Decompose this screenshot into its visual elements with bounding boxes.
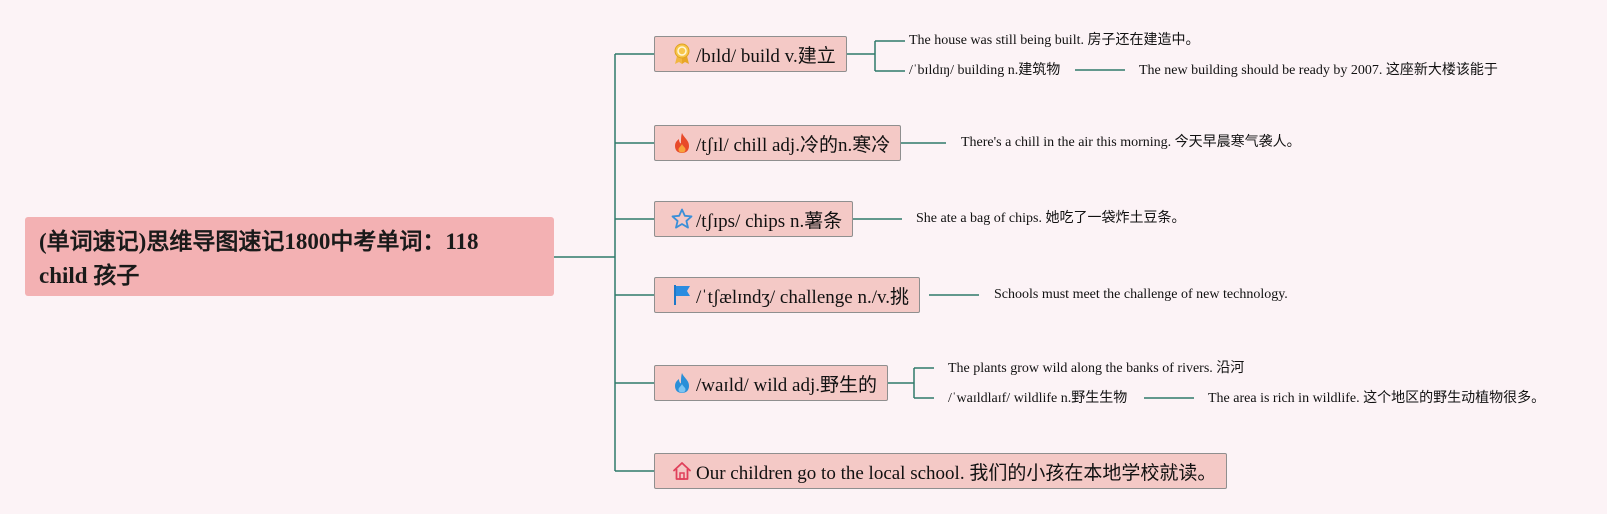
home-icon <box>671 460 693 482</box>
star-icon <box>671 208 693 230</box>
chips-example-sentence[interactable]: She ate a bag of chips. 她吃了一袋炸土豆条。 <box>916 211 1186 226</box>
branch-build-label: /bɪld/ build v.建立 <box>696 45 836 67</box>
building-example-sentence[interactable]: The new building should be ready by 2007… <box>1139 63 1498 78</box>
build-example-sentence[interactable]: The house was still being built. 房子还在建造中… <box>909 33 1200 48</box>
wildlife-example-sentence[interactable]: The area is rich in wildlife. 这个地区的野生动植物… <box>1208 391 1546 406</box>
child-connector <box>884 367 934 399</box>
award-ribbon-icon <box>671 43 693 65</box>
branch-chill-label: /tʃɪl/ chill adj.冷的n.寒冷 <box>696 134 891 156</box>
build-derived-word[interactable]: /ˈbɪldɪŋ/ building n.建筑物 <box>909 63 1061 78</box>
root-title-line-1: (单词速记)思维导图速记1800中考单词：118 <box>39 229 479 254</box>
root-topic[interactable]: (单词速记)思维导图速记1800中考单词：118 child 孩子 <box>25 217 554 296</box>
fire-icon <box>671 132 693 154</box>
chill-example-sentence[interactable]: There's a chill in the air this morning.… <box>961 135 1301 150</box>
branch-chips-label: /tʃɪps/ chips n.薯条 <box>696 210 843 232</box>
branch-wild[interactable]: /waɪld/ wild adj.野生的 <box>654 365 889 401</box>
wild-derived-word[interactable]: /ˈwaɪldlaɪf/ wildlife n.野生生物 <box>948 391 1128 406</box>
blue-fire-icon <box>671 372 693 394</box>
child-connector <box>845 40 905 72</box>
branch-child-example[interactable]: Our children go to the local school. 我们的… <box>654 453 1228 489</box>
challenge-example-sentence[interactable]: Schools must meet the challenge of new t… <box>994 287 1288 302</box>
branch-chill[interactable]: /tʃɪl/ chill adj.冷的n.寒冷 <box>654 125 902 161</box>
branch-challenge[interactable]: /ˈtʃælɪndʒ/ challenge n./v.挑 <box>654 277 920 313</box>
branch-chips[interactable]: /tʃɪps/ chips n.薯条 <box>654 201 854 237</box>
flag-icon <box>671 284 693 306</box>
branch-child-example-label: Our children go to the local school. 我们的… <box>696 462 1217 484</box>
root-title-line-2: child 孩子 <box>39 263 140 288</box>
branch-wild-label: /waɪld/ wild adj.野生的 <box>696 374 878 396</box>
wild-example-sentence[interactable]: The plants grow wild along the banks of … <box>948 361 1245 376</box>
branch-challenge-label: /ˈtʃælɪndʒ/ challenge n./v.挑 <box>696 286 909 308</box>
branch-build[interactable]: /bɪld/ build v.建立 <box>654 36 847 72</box>
